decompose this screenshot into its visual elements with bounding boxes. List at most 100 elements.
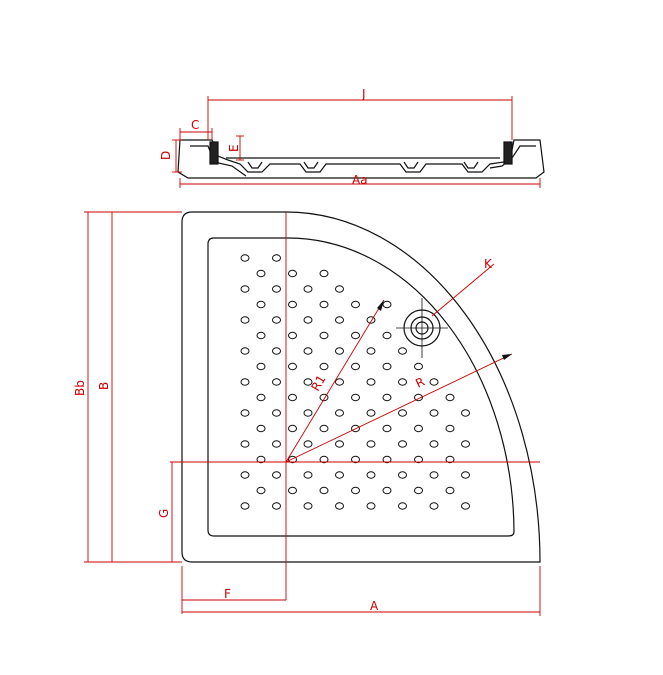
anti-slip-dot: [319, 455, 329, 464]
label-R: R: [413, 375, 426, 391]
anti-slip-dot: [429, 502, 439, 510]
anti-slip-dot: [366, 471, 376, 479]
anti-slip-dot: [382, 455, 392, 464]
anti-slip-dot: [303, 316, 313, 324]
anti-slip-dot: [382, 424, 392, 433]
anti-slip-dot: [445, 424, 455, 433]
anti-slip-dot: [240, 440, 250, 448]
anti-slip-dot: [429, 378, 439, 386]
anti-slip-dots: [240, 254, 470, 510]
anti-slip-dot: [319, 269, 329, 278]
anti-slip-dot: [256, 331, 266, 340]
label-E: E: [227, 144, 241, 152]
label-B: B: [97, 382, 111, 390]
anti-slip-dot: [366, 440, 376, 448]
anti-slip-dot: [445, 455, 455, 464]
anti-slip-dot: [303, 378, 313, 386]
anti-slip-dot: [429, 440, 439, 448]
anti-slip-dot: [303, 347, 313, 355]
anti-slip-dot: [319, 424, 329, 433]
anti-slip-dot: [256, 424, 266, 433]
section-inner-outline: [190, 145, 536, 177]
anti-slip-dot: [382, 362, 392, 371]
anti-slip-dot: [414, 393, 423, 402]
anti-slip-dot: [461, 502, 470, 510]
anti-slip-dot: [414, 455, 423, 464]
anti-slip-dot: [272, 440, 281, 448]
tray-inner-basin: [207, 237, 515, 537]
anti-slip-dot: [351, 424, 360, 433]
anti-slip-dot: [288, 486, 297, 495]
anti-slip-dot: [398, 378, 407, 386]
anti-slip-dot: [256, 362, 266, 371]
label-A: A: [370, 599, 379, 613]
anti-slip-dot: [240, 502, 250, 510]
anti-slip-dot: [256, 393, 266, 402]
anti-slip-dot: [335, 502, 344, 510]
label-J: J: [361, 87, 366, 101]
anti-slip-dot: [303, 409, 313, 417]
anti-slip-dot: [288, 362, 297, 371]
label-R1: R1: [308, 373, 328, 394]
anti-slip-dot: [382, 300, 392, 309]
anti-slip-dot: [319, 300, 329, 309]
anti-slip-dot: [351, 362, 360, 371]
anti-slip-dot: [319, 362, 329, 371]
anti-slip-dot: [382, 393, 392, 402]
anti-slip-dot: [398, 440, 407, 448]
anti-slip-dot: [240, 285, 250, 293]
right-rim-block: [503, 141, 513, 165]
anti-slip-dot: [445, 393, 455, 402]
anti-slip-dot: [240, 409, 250, 417]
anti-slip-dot: [398, 502, 407, 510]
anti-slip-dot: [288, 455, 297, 464]
anti-slip-dot: [272, 471, 281, 479]
label-K: K: [484, 257, 493, 271]
section-floor-ribs: [247, 161, 479, 169]
anti-slip-dot: [461, 440, 470, 448]
label-G: G: [157, 509, 171, 518]
anti-slip-dot: [240, 471, 250, 479]
anti-slip-dot: [240, 254, 250, 262]
anti-slip-dot: [319, 393, 329, 402]
anti-slip-dot: [256, 486, 266, 495]
label-Bb: Bb: [73, 380, 87, 396]
anti-slip-dot: [414, 362, 423, 371]
cross-section: [177, 139, 545, 179]
anti-slip-dot: [398, 347, 407, 355]
anti-slip-dot: [398, 471, 407, 479]
section-outer-outline: [177, 139, 545, 179]
anti-slip-dot: [272, 502, 281, 510]
anti-slip-dot: [303, 440, 313, 448]
anti-slip-dot: [382, 486, 392, 495]
anti-slip-dot: [461, 471, 470, 479]
anti-slip-dot: [319, 331, 329, 340]
anti-slip-dot: [272, 347, 281, 355]
anti-slip-dot: [272, 409, 281, 417]
anti-slip-dot: [445, 486, 455, 495]
anti-slip-dot: [319, 486, 329, 495]
anti-slip-dot: [272, 378, 281, 386]
anti-slip-dot: [351, 486, 360, 495]
anti-slip-dot: [256, 300, 266, 309]
anti-slip-dot: [351, 393, 360, 402]
anti-slip-dot: [303, 502, 313, 510]
tray-outer-outline: [181, 211, 541, 563]
anti-slip-dot: [256, 455, 266, 464]
anti-slip-dot: [351, 300, 360, 309]
anti-slip-dot: [366, 378, 376, 386]
anti-slip-dot: [351, 455, 360, 464]
plan-dimensions: [84, 211, 541, 616]
anti-slip-dot: [240, 378, 250, 386]
anti-slip-dot: [335, 409, 344, 417]
anti-slip-dot: [429, 409, 439, 417]
anti-slip-dot: [414, 486, 423, 495]
anti-slip-dot: [288, 424, 297, 433]
anti-slip-dot: [256, 269, 266, 278]
anti-slip-dot: [272, 316, 281, 324]
anti-slip-dot: [335, 285, 344, 293]
anti-slip-dot: [288, 269, 297, 278]
plan-dimension-labels: Bb B G F A K R1 R: [73, 257, 493, 613]
anti-slip-dot: [461, 409, 470, 417]
